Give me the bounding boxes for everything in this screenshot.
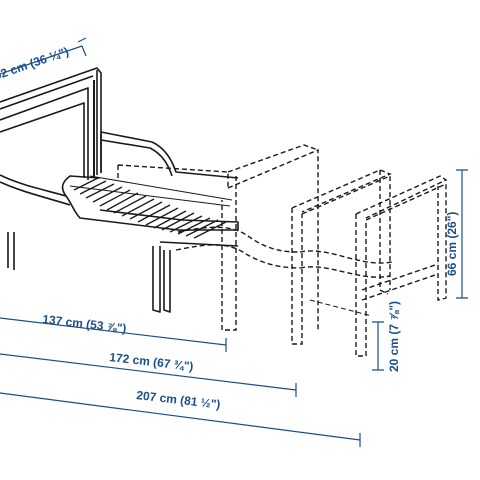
extension-outline-3 <box>309 175 448 357</box>
bed-legs <box>7 232 239 313</box>
bed-slats <box>69 175 233 239</box>
dim-length-medium-label: 172 cm (67 ¾") <box>109 350 194 373</box>
extension-outline-1 <box>117 144 319 331</box>
dim-length-long-label: 207 cm (81 ½") <box>136 388 221 411</box>
dim-line-207 <box>0 392 361 441</box>
dimension-lines <box>0 37 468 447</box>
side-guard-front <box>0 174 239 231</box>
dim-height-total-label: 66 cm (26") <box>445 212 459 276</box>
dim-length-short-label: 137 cm (53 ⅞") <box>42 312 127 335</box>
dim-line-137 <box>0 317 227 346</box>
dim-line-width-top <box>0 45 83 75</box>
extension-outline-2 <box>291 169 393 345</box>
bed-frame-solid <box>0 67 239 313</box>
dim-line-172 <box>0 353 297 391</box>
side-guard-back <box>100 131 239 179</box>
headboard <box>0 67 102 180</box>
dim-height-under-label: 20 cm (7 ⅞") <box>387 301 401 372</box>
dim-width-top-label: 92 cm (36 ¼") <box>0 44 70 83</box>
